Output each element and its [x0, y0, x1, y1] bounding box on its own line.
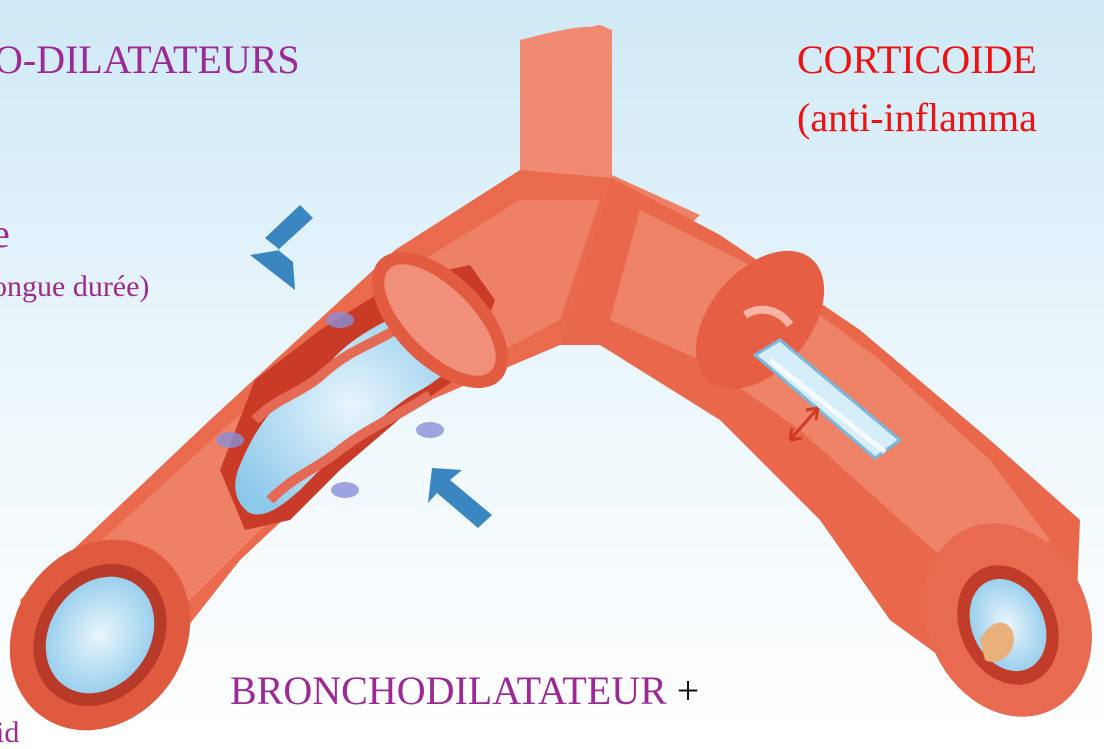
label-bronchodilatateurs: O-DILATATEURS: [0, 40, 300, 80]
label-bronchodilatateur: BRONCHODILATATEUR: [230, 668, 667, 713]
label-plus: +: [667, 668, 700, 713]
label-corticoide: CORTICOIDE: [797, 40, 1037, 80]
label-anti-inflammatoire: (anti-inflamma: [797, 98, 1037, 138]
label-bottom-left-fragment: id: [0, 718, 19, 748]
label-left-fragment: e: [0, 214, 10, 254]
label-longue-duree: ongue durée): [0, 272, 149, 302]
label-bronchodilatateur-plus: BRONCHODILATATEUR +: [230, 671, 699, 711]
